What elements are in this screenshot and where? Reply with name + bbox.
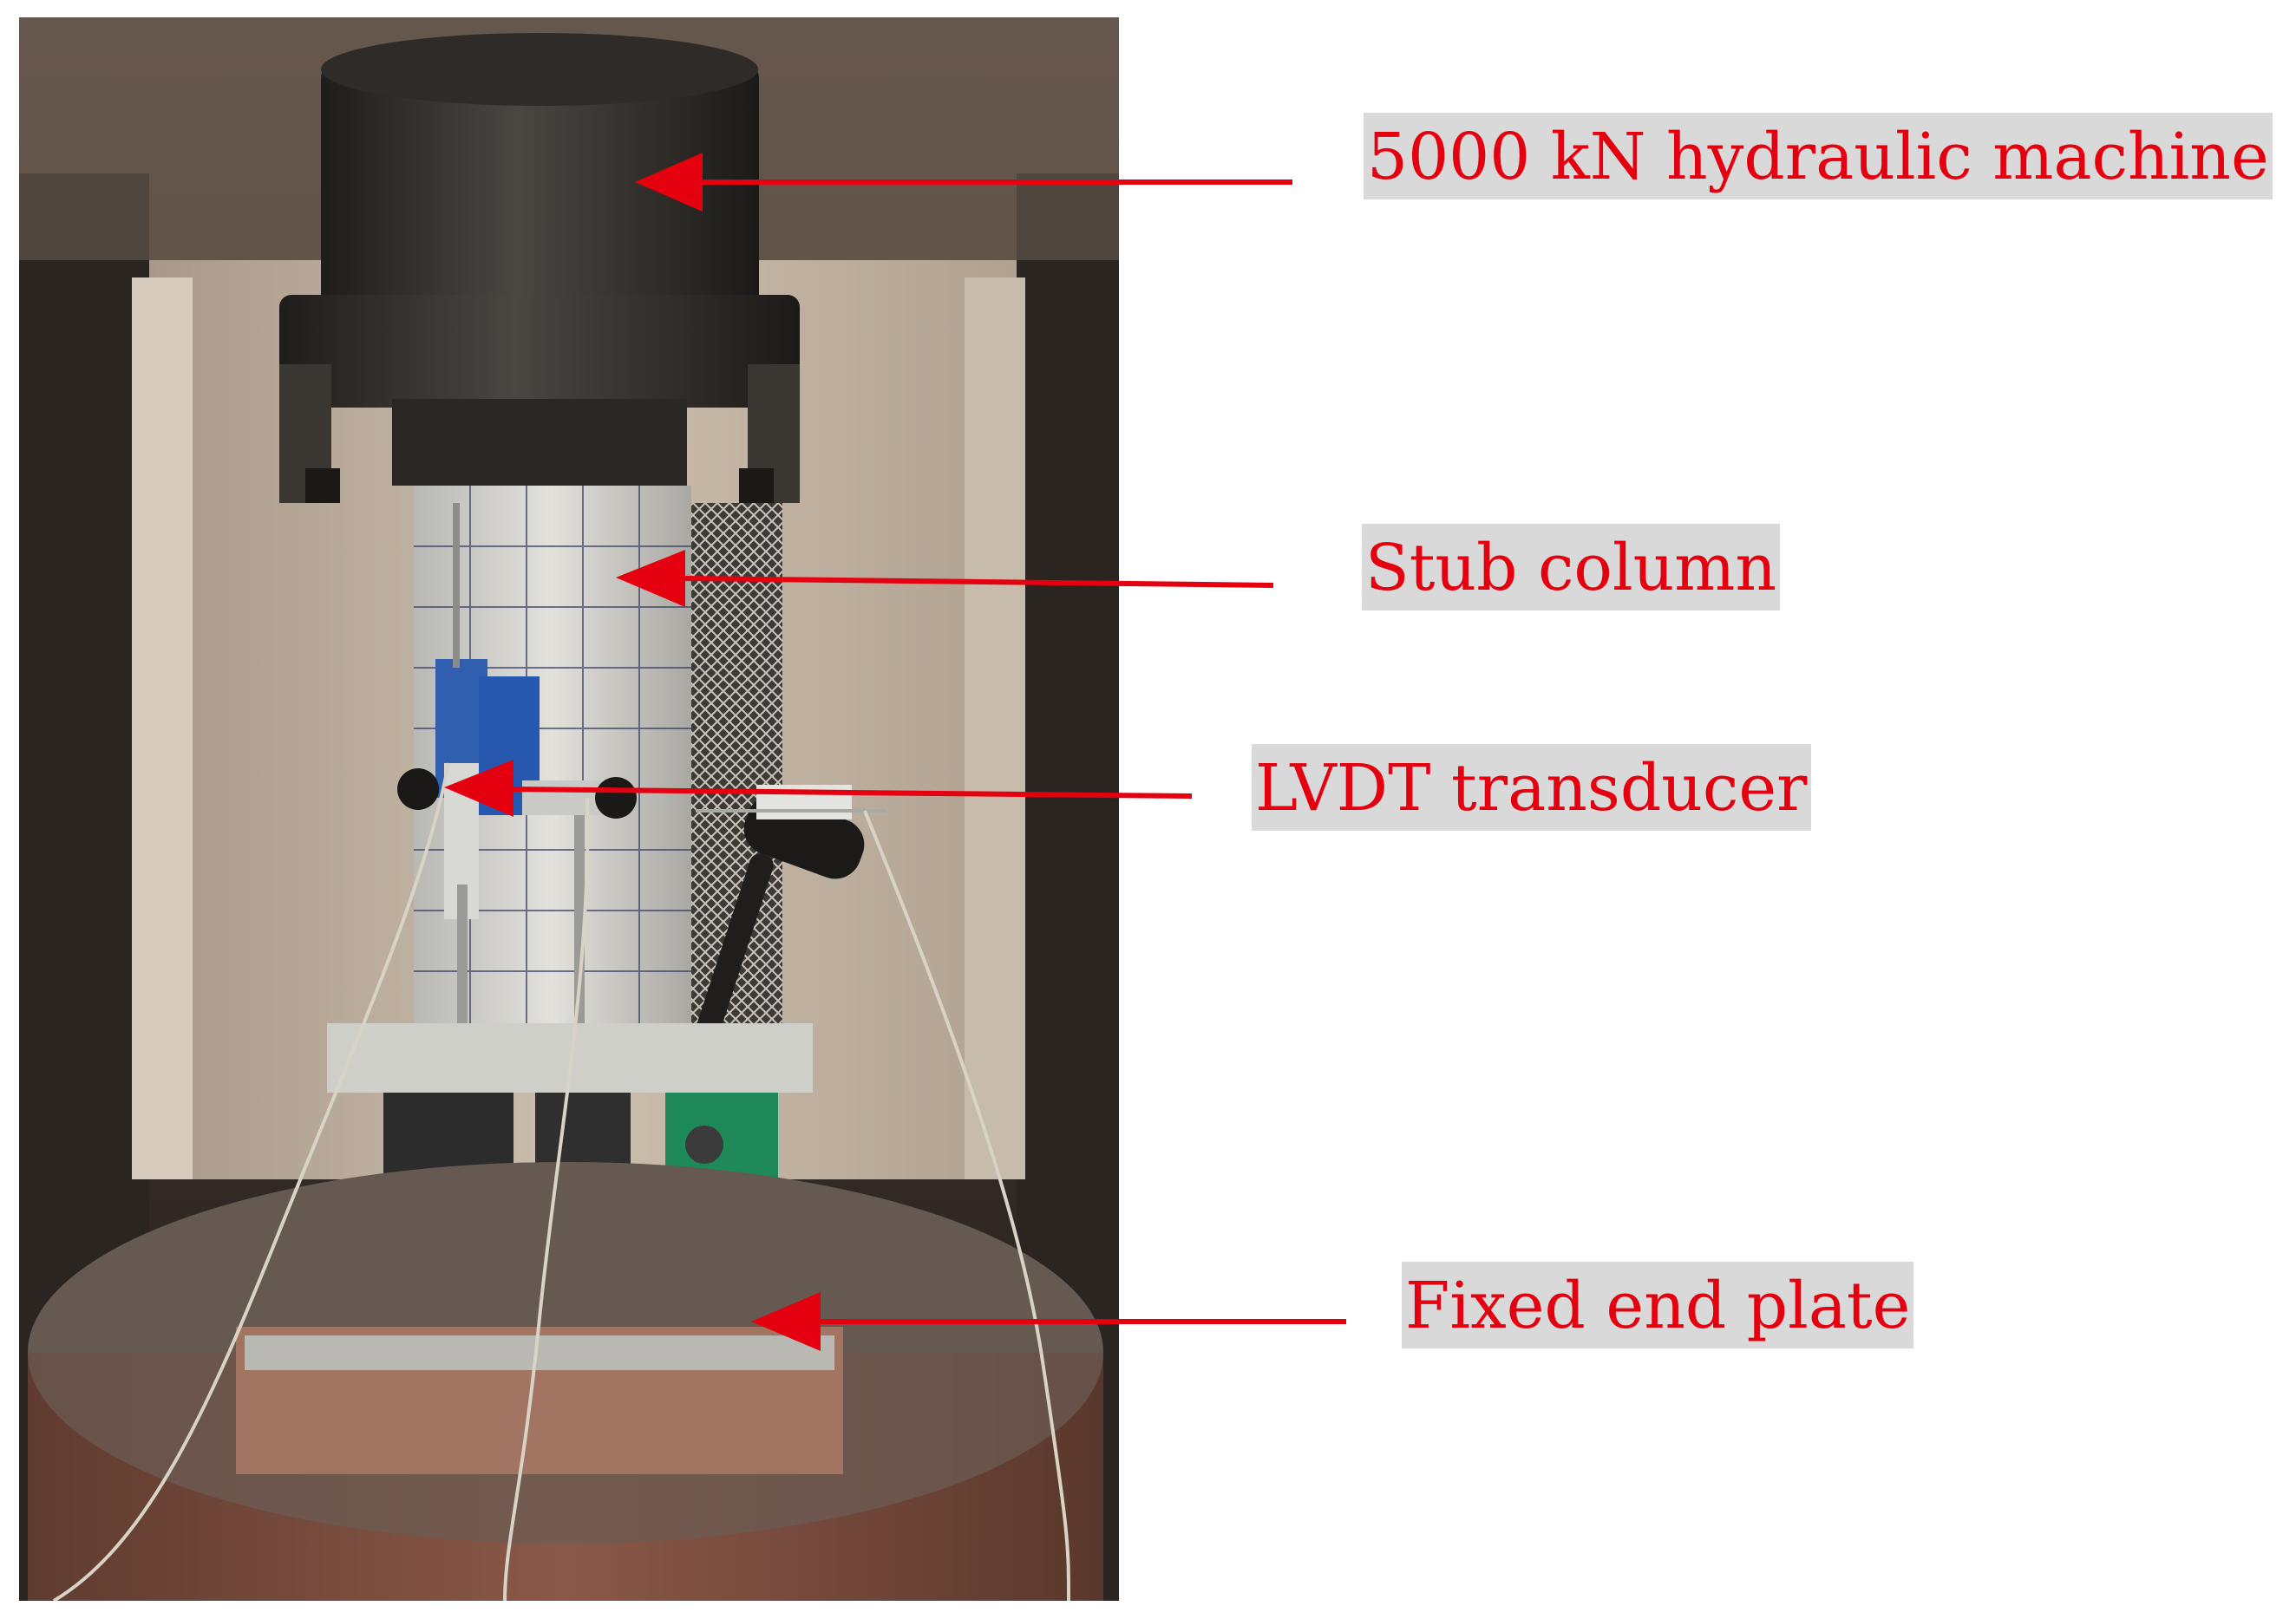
label-stub-column: Stub column (1362, 524, 1781, 610)
label-hydraulic-machine: 5000 kN hydraulic machine (1364, 113, 2273, 199)
label-fixed-end-plate: Fixed end plate (1402, 1262, 1914, 1348)
photo-illustration (19, 17, 1119, 1601)
test-setup-photo (19, 17, 1119, 1601)
label-lvdt-transducer: LVDT transducer (1252, 744, 1811, 831)
